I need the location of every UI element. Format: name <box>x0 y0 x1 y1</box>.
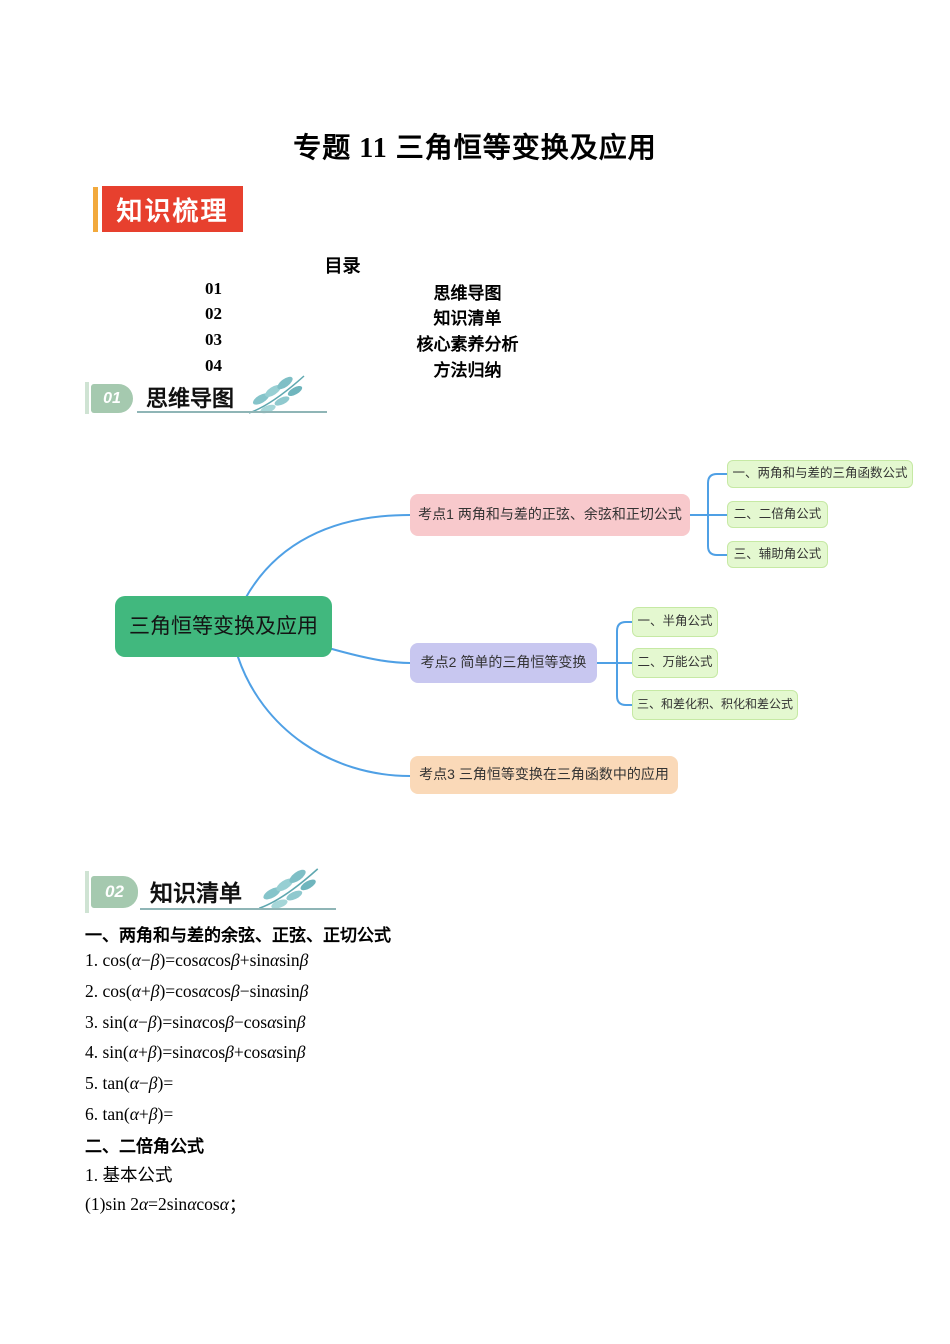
section1-number-badge: 01 <box>91 384 133 413</box>
section1-number: 01 <box>103 389 121 407</box>
section2-number: 02 <box>105 882 124 901</box>
toc-item-2: 02 知识清单 <box>0 304 950 328</box>
content-subitem-basic-formula: 1. 基本公式 <box>85 1164 173 1185</box>
toc-item-number: 03 <box>205 330 222 349</box>
mindmap-branch2-child3: 三、和差化积、积化和差公式 <box>632 690 798 720</box>
section2-number-badge: 02 <box>91 876 138 908</box>
toc-item-number: 01 <box>205 279 222 298</box>
ribbon-accent-bar <box>93 187 98 232</box>
toc-item-label: 知识清单 <box>433 309 502 328</box>
mindmap-branch1-node: 考点1 两角和与差的正弦、余弦和正切公式 <box>410 494 690 536</box>
knowledge-ribbon-label: 知识梳理 <box>116 195 229 226</box>
toc-item-3: 03 核心素养分析 <box>0 330 950 354</box>
leaf-decoration-icon <box>248 375 305 414</box>
toc-item-number: 02 <box>205 304 222 323</box>
leaf-decoration-icon <box>258 868 319 910</box>
toc-heading: 目录 <box>324 256 361 276</box>
mindmap-branch2-node: 考点2 简单的三角恒等变换 <box>410 643 597 683</box>
mindmap-branch3-node: 考点3 三角恒等变换在三角函数中的应用 <box>410 756 678 794</box>
toc-item-number: 04 <box>205 356 222 375</box>
mindmap-branch2-child2: 二、万能公式 <box>632 648 718 678</box>
toc-item-label: 方法归纳 <box>433 361 502 380</box>
formula-tan-diff: 5. tan(α−β)= <box>85 1072 174 1093</box>
section2-underline <box>140 908 336 910</box>
page-title: 专题 11 三角恒等变换及应用 <box>293 133 657 164</box>
content-heading-double-angle: 二、二倍角公式 <box>85 1136 204 1156</box>
content-heading-sum-diff: 一、两角和与差的余弦、正弦、正切公式 <box>85 925 391 945</box>
section1-underline <box>137 411 327 413</box>
mindmap-branch1-child2: 二、二倍角公式 <box>727 501 828 528</box>
section1-stripe <box>85 382 89 414</box>
toc-item-label: 核心素养分析 <box>416 335 519 354</box>
section2-title: 知识清单 <box>150 880 242 906</box>
mindmap-branch1-child3: 三、辅助角公式 <box>727 541 828 568</box>
section1-title: 思维导图 <box>146 386 235 411</box>
mindmap-branch2-child1: 一、半角公式 <box>632 607 718 637</box>
mindmap-root-node: 三角恒等变换及应用 <box>115 596 332 657</box>
section2-stripe <box>85 871 89 913</box>
formula-tan-sum: 6. tan(α+β)= <box>85 1103 174 1124</box>
toc-item-label: 思维导图 <box>433 284 502 303</box>
knowledge-ribbon: 知识梳理 <box>102 186 243 232</box>
toc-item-1: 01 思维导图 <box>0 279 950 303</box>
mindmap-branch1-child1: 一、两角和与差的三角函数公式 <box>727 460 913 488</box>
toc-item-4: 04 方法归纳 <box>0 356 950 380</box>
